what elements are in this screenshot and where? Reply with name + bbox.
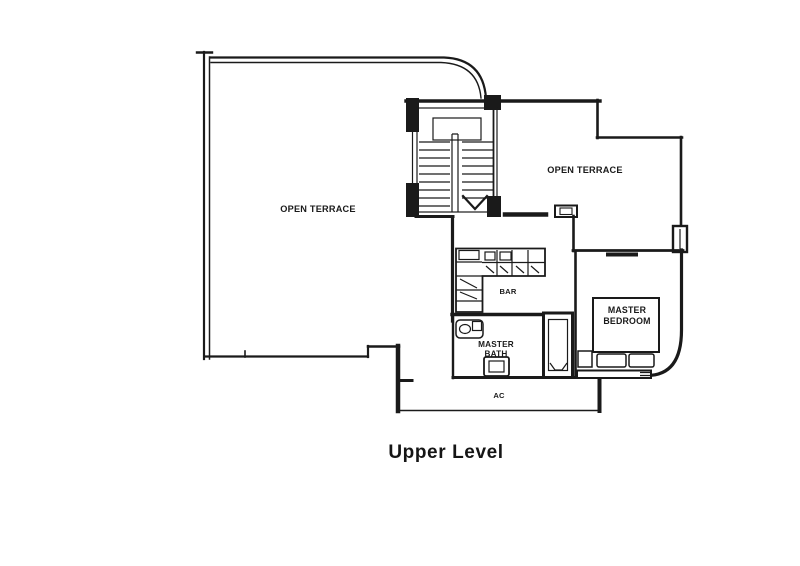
cabinet-top (458, 249, 480, 261)
bedroom-bottom-wall (576, 369, 652, 379)
open-terrace-left-label: OPEN TERRACE (280, 204, 355, 214)
toilet (483, 356, 510, 377)
staircase (404, 95, 602, 218)
open-terrace-right-label: OPEN TERRACE (547, 165, 622, 175)
pillow-left (596, 353, 627, 368)
bed (592, 297, 660, 353)
room-master-bedroom: MASTER BEDROOM (574, 248, 684, 379)
plan-title: Upper Level (388, 442, 503, 463)
stair-outline (416, 107, 498, 213)
sink (484, 251, 496, 261)
wall-top-outer (209, 56, 488, 100)
hallway-walls (502, 204, 578, 253)
counter-hatching (485, 265, 540, 274)
kitchen-bar: BAR (450, 215, 546, 323)
stair-divider (451, 133, 459, 212)
bedroom-window-marks (640, 371, 652, 377)
entry-corridor: AC (395, 343, 602, 414)
stair-post-bottom-right (487, 196, 501, 217)
nightstand (577, 350, 593, 368)
stair-post-top-left (406, 98, 419, 132)
wall-top-inner (210, 61, 482, 99)
stair-landing (432, 117, 482, 141)
master-bath-label-line2: BATH (485, 350, 508, 359)
master-bedroom-label-line2: BEDROOM (603, 316, 650, 326)
shower-drain (549, 362, 568, 371)
bar-label: BAR (499, 287, 516, 296)
vanity-sink (458, 323, 472, 335)
kitchen-counter (455, 247, 546, 313)
room-master-bath: MASTER BATH (450, 311, 578, 380)
ac-label: AC (493, 391, 505, 400)
stair-treads-right (462, 141, 494, 199)
stair-post-bottom-left (406, 183, 419, 217)
stair-direction-arrow-icon (461, 194, 489, 211)
room-open-terrace-left: OPEN TERRACE (195, 50, 488, 361)
stair-post-top-right (484, 95, 501, 110)
stair-treads-left (419, 141, 450, 207)
vanity-cabinet (471, 320, 483, 332)
bedroom-curved-wall (645, 248, 684, 378)
master-bedroom-label-line1: MASTER (608, 305, 647, 315)
cabinet-dividers (456, 261, 482, 302)
shower (542, 311, 574, 379)
master-bath-label-line1: MASTER (478, 340, 514, 349)
counter-grid (482, 250, 545, 276)
threshold-step (606, 252, 638, 257)
cabinet-hatching (459, 278, 478, 300)
pillow-right (628, 353, 655, 368)
stove (499, 251, 512, 261)
room-open-terrace-right: OPEN TERRACE (547, 98, 689, 257)
toilet-tank (488, 360, 505, 373)
door-panel (559, 207, 573, 216)
